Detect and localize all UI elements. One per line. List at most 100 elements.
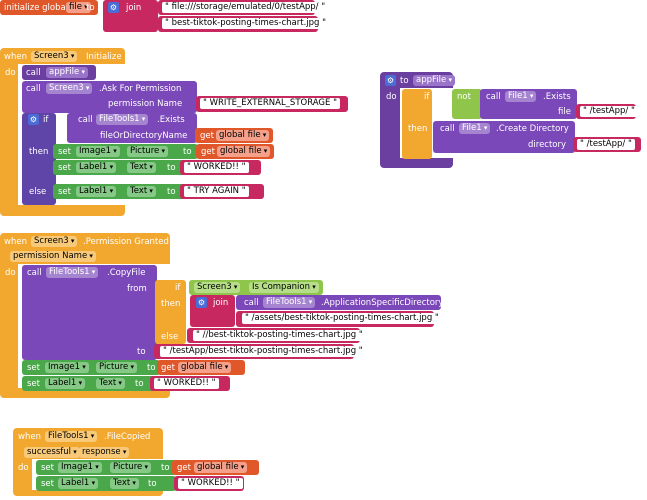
procedure-dropdown[interactable]: appFile: [46, 67, 88, 78]
call-label: call: [244, 298, 259, 308]
permission-literal[interactable]: WRITE_EXTERNAL_STORAGE: [200, 98, 341, 109]
component-dropdown[interactable]: File1: [505, 91, 537, 102]
text-literal[interactable]: WORKED!!: [154, 378, 219, 389]
text-literal[interactable]: WORKED!!: [178, 478, 243, 489]
property-dropdown[interactable]: Text: [127, 186, 156, 197]
component-dropdown[interactable]: File1: [459, 123, 491, 134]
param-label: from: [127, 284, 147, 294]
method-name: .ApplicationSpecificDirectory: [321, 298, 444, 308]
component-dropdown[interactable]: FileTools1: [263, 297, 316, 308]
call-label: call: [26, 84, 41, 94]
component-dropdown[interactable]: Image1: [45, 362, 89, 373]
not-label: not: [457, 92, 471, 102]
not-block[interactable]: [452, 89, 482, 119]
component-dropdown[interactable]: Label1: [45, 378, 86, 389]
then-label: then: [29, 147, 49, 157]
variable-dropdown[interactable]: global file: [216, 130, 270, 141]
create-directory-block[interactable]: [433, 121, 575, 153]
set-label: set: [41, 479, 54, 489]
get-label: get: [200, 131, 214, 141]
property-dropdown[interactable]: Text: [127, 162, 156, 173]
procedure-mutator-icon[interactable]: ⚙: [385, 75, 396, 86]
if-label: if: [43, 115, 49, 125]
component-dropdown[interactable]: Label1: [76, 162, 117, 173]
property-dropdown[interactable]: Is Companion: [249, 282, 319, 293]
component-dropdown[interactable]: Image1: [76, 146, 120, 157]
text-literal[interactable]: /assets/best-tiktok-posting-times-chart.…: [242, 313, 442, 324]
variable-dropdown[interactable]: global file: [217, 146, 271, 157]
set-label: set: [58, 147, 71, 157]
call-label: call: [26, 68, 41, 78]
component-dropdown[interactable]: Label1: [58, 478, 99, 489]
text-literal[interactable]: TRY AGAIN: [184, 186, 249, 197]
event-parameter[interactable]: permission Name: [10, 251, 96, 262]
property-dropdown[interactable]: Picture: [127, 146, 168, 157]
variable-dropdown[interactable]: global file: [194, 462, 248, 473]
property-dropdown[interactable]: Picture: [110, 462, 151, 473]
join-label: join: [126, 3, 142, 13]
property-dropdown[interactable]: Text: [96, 378, 125, 389]
event-name: .FileCopied: [104, 432, 151, 442]
call-label: call: [27, 268, 42, 278]
variable-dropdown[interactable]: global file: [178, 362, 232, 373]
component-dropdown[interactable]: FileTools1: [46, 267, 99, 278]
text-literal[interactable]: WORKED!!: [184, 162, 249, 173]
do-label: do: [386, 92, 397, 102]
call-label: call: [78, 115, 93, 125]
component-dropdown[interactable]: Screen3: [31, 51, 78, 62]
component-dropdown[interactable]: FileTools1: [96, 114, 149, 125]
join-mutator-icon[interactable]: ⚙: [108, 2, 119, 13]
set-image-block[interactable]: [36, 460, 176, 475]
set-image-block[interactable]: [53, 144, 198, 159]
set-label: set: [27, 379, 40, 389]
component-dropdown[interactable]: Screen3: [46, 83, 93, 94]
global-to-label: to: [86, 3, 95, 13]
set-label: set: [27, 363, 40, 373]
text-literal[interactable]: /testApp/: [577, 139, 635, 150]
join-mutator-icon[interactable]: ⚙: [196, 297, 207, 308]
set-label: set: [58, 187, 71, 197]
to-label: to: [167, 163, 176, 173]
property-dropdown[interactable]: Text: [110, 478, 139, 489]
property-dropdown[interactable]: Picture: [96, 362, 137, 373]
copyfile-block[interactable]: [22, 265, 157, 360]
component-dropdown[interactable]: Image1: [58, 462, 102, 473]
text-literal-filename[interactable]: best-tiktok-posting-times-chart.jpg: [162, 18, 330, 29]
do-label: do: [18, 463, 29, 473]
set-label: set: [41, 463, 54, 473]
text-literal[interactable]: /testApp/: [580, 106, 638, 117]
if-mutator-icon[interactable]: ⚙: [28, 114, 39, 125]
text-literal-path[interactable]: file:///storage/emulated/0/testApp/: [162, 2, 329, 13]
when-label: when: [4, 237, 27, 247]
if-block[interactable]: [22, 113, 56, 205]
method-name: .Exists: [157, 115, 185, 125]
method-name: .CopyFile: [107, 268, 146, 278]
component-dropdown[interactable]: Screen3: [31, 236, 78, 247]
procedure-name[interactable]: appFile: [413, 75, 455, 86]
else-label: else: [161, 332, 179, 342]
text-literal[interactable]: //best-tiktok-posting-times-chart.jpg: [193, 330, 366, 341]
get-label: get: [201, 147, 215, 157]
event-parameter[interactable]: response: [79, 447, 130, 458]
set-label-block[interactable]: [53, 160, 198, 175]
method-name: .Exists: [543, 92, 571, 102]
event-name: Initialize: [86, 52, 122, 62]
param-label: to: [137, 347, 146, 357]
component-dropdown[interactable]: Label1: [76, 186, 117, 197]
to-label: to: [400, 76, 409, 86]
inline-if-block[interactable]: [155, 280, 186, 344]
event-parameter[interactable]: successful: [24, 447, 80, 458]
to-label: to: [147, 363, 156, 373]
to-label: to: [135, 379, 144, 389]
component-dropdown[interactable]: Screen3: [194, 282, 241, 293]
event-name: .Permission Granted: [83, 237, 169, 247]
set-label-block[interactable]: [53, 184, 198, 199]
then-label: then: [161, 299, 181, 309]
if-block[interactable]: [402, 89, 432, 159]
text-literal[interactable]: /testApp/best-tiktok-posting-times-chart…: [160, 346, 366, 357]
then-label: then: [408, 124, 428, 134]
when-label: when: [4, 52, 27, 62]
global-variable-name[interactable]: file: [66, 2, 91, 13]
set-image-block[interactable]: [22, 360, 160, 375]
component-dropdown[interactable]: FileTools1: [45, 431, 98, 442]
